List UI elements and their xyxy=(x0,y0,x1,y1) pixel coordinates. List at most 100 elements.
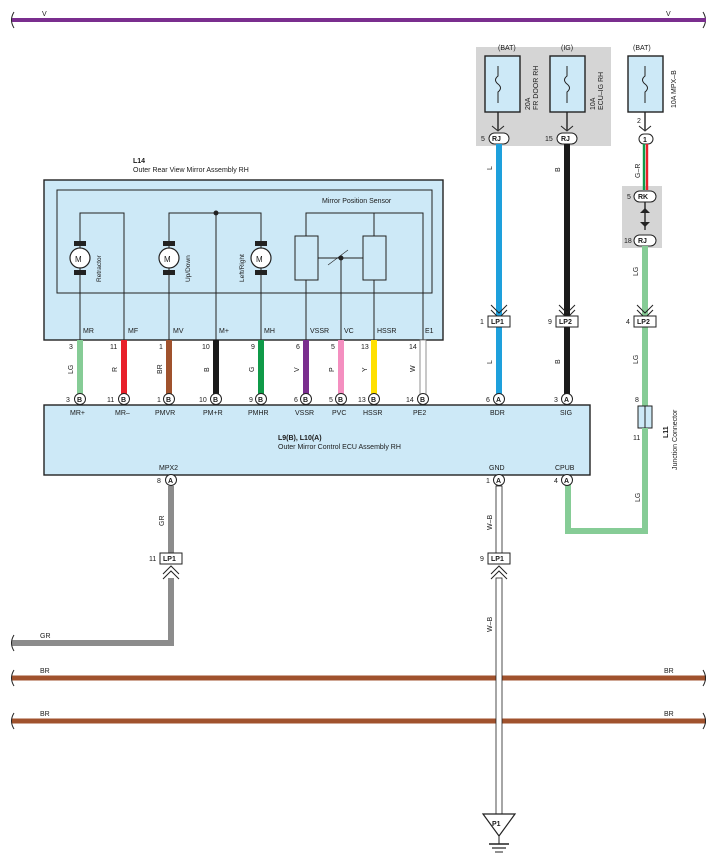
mirror-terminal-labels: MR MF MV M+ MH VSSR VC HSSR E1 xyxy=(83,328,434,335)
mirror-term-mf: MF xyxy=(128,328,138,335)
wire-label-p: P xyxy=(329,367,336,372)
mirror-term-mv: MV xyxy=(173,328,184,335)
ecu-conn-b-6: B xyxy=(303,397,308,404)
wire-lg-label-top: LG xyxy=(633,267,640,276)
wire-label-y: Y xyxy=(362,367,369,372)
lp1-gr-pin: 11 xyxy=(149,556,156,563)
wire-label-b: B xyxy=(204,367,211,372)
mirror-pin-vc: 5 xyxy=(331,344,335,351)
mirror-pin-mplus: 10 xyxy=(202,344,210,351)
lp2-top-conn: LP2 xyxy=(559,319,572,326)
lp1-gnd-pin: 9 xyxy=(480,556,484,563)
lp2-right-pin: 4 xyxy=(626,319,630,326)
ecu-pin-cpub: 4 xyxy=(554,478,558,485)
l11-code: L11 xyxy=(663,426,670,438)
mirror-term-vc: VC xyxy=(344,328,354,335)
lp1-top-conn: LP1 xyxy=(491,319,504,326)
ecu-connector-b-pins: B B B B B B B B B 3 11 1 10 9 6 5 13 14 xyxy=(66,393,429,405)
ecu-term-gnd: GND xyxy=(489,465,505,472)
ecu-pin-hssr: 13 xyxy=(358,397,366,404)
ecu-conn-b-5: B xyxy=(258,397,263,404)
fuse-2-name: ECU–IG RH xyxy=(598,72,605,110)
junction-connector-l11: 8 11 L11 Junction Connector LG xyxy=(565,397,679,534)
fuse-2-conn: RJ xyxy=(561,136,570,143)
wire-b-sig: B LP2 9 B xyxy=(548,144,579,394)
fuse-fr-door-rh: (BAT) 20A FR DOOR RH RJ 5 xyxy=(481,45,540,145)
mirror-pin-mv: 1 xyxy=(159,344,163,351)
ecu-name: Outer Mirror Control ECU Assembly RH xyxy=(278,444,401,451)
mirror-pin-e1: 14 xyxy=(409,344,417,351)
ecu-term-pvc: PVC xyxy=(332,410,346,417)
br-rail-1-label-left: BR xyxy=(40,668,50,675)
ecu-term-mpx2: MPX2 xyxy=(159,465,178,472)
br-rail-1-label-right: BR xyxy=(664,668,674,675)
motor-label-left-right: Left/Right xyxy=(239,254,246,282)
ecu-conn-a-mpx2: A xyxy=(168,478,173,485)
motor-left-right: M Left/Right xyxy=(239,241,272,282)
l11-name: Junction Connector xyxy=(672,409,679,470)
wire-lg-cpub: LG LP2 4 LG xyxy=(626,246,657,406)
v-rail-label-left: V xyxy=(42,11,47,18)
wire-b-label-top: B xyxy=(555,167,562,172)
ecu-term-mrplus: MR+ xyxy=(70,410,85,417)
fuse-3-conn: 1 xyxy=(643,137,647,144)
ecu-term-vssr: VSSR xyxy=(295,410,314,417)
ecu-pin-mrminus: 11 xyxy=(107,397,114,404)
wire-label-br: BR xyxy=(157,364,164,374)
v-power-rail: V V xyxy=(11,11,706,29)
br-rail-2-label-right: BR xyxy=(664,711,674,718)
mirror-code: L14 xyxy=(133,158,145,165)
ecu-conn-b-8: B xyxy=(371,397,376,404)
lp2-right-conn: LP2 xyxy=(637,319,650,326)
mirror-pin-mr: 3 xyxy=(69,344,73,351)
br-rail-2-label-left: BR xyxy=(40,711,50,718)
junction-rj-pin: 18 xyxy=(624,238,632,245)
ecu-pin-pmvr: 1 xyxy=(157,397,161,404)
ecu-box xyxy=(43,404,591,476)
wire-lg-label-bottom: LG xyxy=(635,493,642,502)
ecu-conn-b-3: B xyxy=(166,397,171,404)
wire-wb-ground: W–B LP1 9 W–B xyxy=(480,485,511,815)
junction-rj-conn: RJ xyxy=(638,238,647,245)
l11-pin-bottom: 11 xyxy=(633,435,640,442)
ground-icon: P1 xyxy=(481,813,517,853)
mirror-pin-mh: 9 xyxy=(251,344,255,351)
wire-label-v: V xyxy=(294,367,301,372)
junction-rk-pin: 5 xyxy=(627,194,631,201)
motor-symbol-1: M xyxy=(75,255,82,264)
fuse-1-amp: 20A xyxy=(525,97,532,110)
mirror-pin-hssr: 13 xyxy=(361,344,369,351)
fuse-3-pin: 2 xyxy=(637,118,641,125)
motor-retractor: M Retractor xyxy=(69,241,103,282)
ecu-term-pe2: PE2 xyxy=(413,410,426,417)
ecu-conn-b-7: B xyxy=(338,397,343,404)
ecu-conn-a-bdr: A xyxy=(496,397,501,404)
mirror-term-mh: MH xyxy=(264,328,275,335)
motor-up-down: M Up/Down xyxy=(158,241,192,282)
wire-b-label-bottom: B xyxy=(555,359,562,364)
fuse-2-supply: (IG) xyxy=(561,45,573,52)
harness-wire-labels: LG R BR B G V P Y W xyxy=(68,364,417,374)
ecu-conn-a-sig: A xyxy=(564,397,569,404)
motor-label-up-down: Up/Down xyxy=(185,255,192,282)
wire-gr-mpx2: GR LP1 11 GR xyxy=(11,486,183,652)
ecu-term-hssr: HSSR xyxy=(363,410,382,417)
ecu-pin-pe2: 14 xyxy=(406,397,414,404)
lp1-gr-conn: LP1 xyxy=(163,556,176,563)
wb-label-bottom: W–B xyxy=(487,617,494,633)
wire-label-lg: LG xyxy=(68,365,75,374)
fuse-2-pin: 15 xyxy=(545,136,553,143)
lp1-gnd-conn: LP1 xyxy=(491,556,504,563)
ecu-term-pmhr: PMHR xyxy=(248,410,269,417)
fuse-3-name: 10A MPX–B xyxy=(671,70,678,108)
wire-lg-label-mid: LG xyxy=(633,355,640,364)
ecu-connector-a-top: A 6 A 3 xyxy=(486,393,573,405)
br-rail-2: BR BR xyxy=(11,711,706,730)
ecu-term-pmvr: PMVR xyxy=(155,410,175,417)
ecu-connector-a-bottom: A 8 A 1 A 4 xyxy=(157,474,573,486)
ecu-conn-b-4: B xyxy=(213,397,218,404)
mirror-name: Outer Rear View Mirror Assembly RH xyxy=(133,167,249,174)
wire-gr-label: GR xyxy=(159,516,166,527)
wire-l-bdr: L LP1 1 L xyxy=(480,144,511,394)
